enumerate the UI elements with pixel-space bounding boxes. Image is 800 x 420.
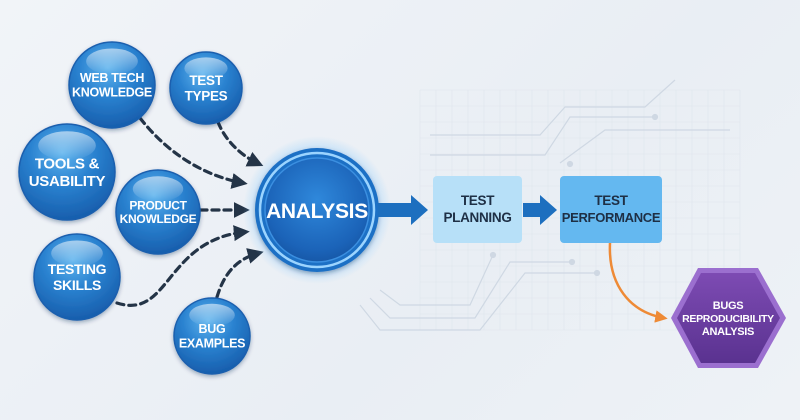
input-node-label-line: TEST (189, 73, 223, 88)
test-performance-label-line-1: TEST (594, 193, 628, 208)
input-node-shine (86, 48, 138, 75)
test-planning-label-line-1: TEST (461, 193, 495, 208)
input-node-label-line: BUG (199, 322, 226, 336)
outcome-label-line-3: ANALYSIS (702, 326, 754, 338)
input-node-shine (184, 57, 228, 79)
outcome-bugs-reproducibility-analysis[interactable]: BUGS REPRODUCIBILITY ANALYSIS (671, 268, 786, 368)
input-node-label-line: TESTING (48, 261, 107, 277)
input-node-label-line: PRODUCT (129, 198, 187, 212)
input-node-label-line: TOOLS & (35, 156, 100, 173)
arrow-bug-examples-to-analysis (215, 248, 264, 299)
outcome-label-line-2: REPRODUCIBILITY (682, 313, 774, 325)
input-node-shine (132, 176, 184, 202)
outcome-label-line-1: BUGS (713, 300, 744, 312)
input-node-tools-usability[interactable]: TOOLS &USABILITY (18, 123, 116, 221)
test-performance-label-line-2: PERFORMANCE (562, 210, 661, 225)
arrow-analysis-to-planning (378, 195, 428, 225)
arrow-testing-skills-to-analysis (115, 225, 250, 307)
input-node-shine (38, 131, 96, 161)
input-node-label-line: KNOWLEDGE (72, 86, 152, 100)
step-test-performance[interactable]: TEST PERFORMANCE (560, 176, 662, 243)
arrow-test-types-to-analysis (216, 120, 264, 167)
analysis-hub[interactable]: ANALYSIS (243, 136, 391, 284)
arrow-performance-to-bugs (608, 242, 668, 323)
analysis-label: ANALYSIS (266, 200, 368, 223)
input-node-label-line: SKILLS (53, 277, 101, 293)
arrow-planning-to-performance (523, 195, 557, 225)
input-node-shine (189, 303, 235, 327)
input-node-label-line: WEB TECH (80, 71, 145, 85)
block-arrows (378, 195, 557, 225)
dashed-arrows (115, 116, 264, 307)
input-node-label-line: KNOWLEDGE (120, 212, 197, 226)
input-node-label-line: EXAMPLES (179, 337, 245, 351)
test-planning-label-line-2: PLANNING (443, 210, 511, 225)
input-node-label-line: USABILITY (29, 173, 106, 190)
input-node-shine (51, 240, 103, 267)
circuit-lines (359, 79, 730, 331)
input-node-label-line: TYPES (185, 88, 228, 103)
arrow-web-tech-to-analysis (138, 116, 248, 189)
step-test-planning[interactable]: TEST PLANNING (433, 176, 522, 243)
